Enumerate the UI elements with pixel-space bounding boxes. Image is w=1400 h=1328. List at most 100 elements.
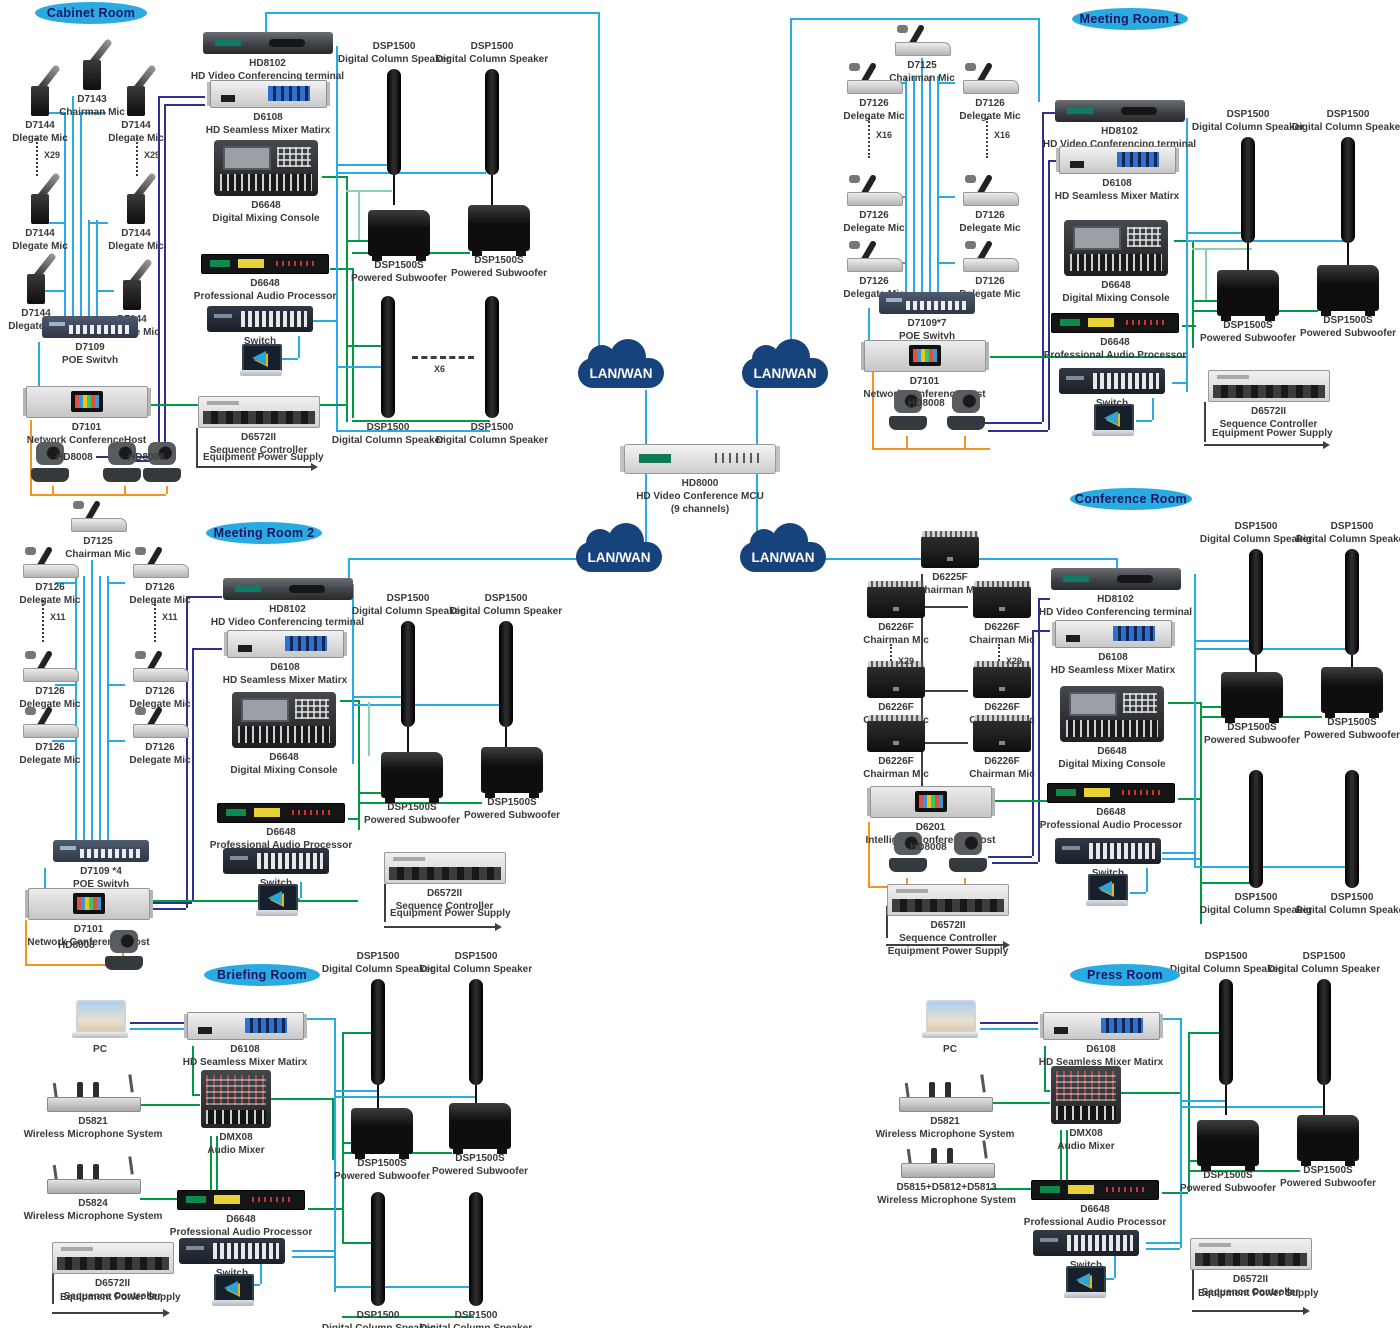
model-label: D6108 xyxy=(1098,652,1128,663)
laptop-icon xyxy=(1086,874,1128,908)
ptz-camera-icon xyxy=(100,442,144,482)
desc-label: Digital Column Speaker xyxy=(435,54,549,65)
column-speaker-device xyxy=(1241,137,1255,273)
wire xyxy=(44,868,46,896)
model-label: D7109 *4 xyxy=(80,866,122,877)
wire xyxy=(1186,118,1188,392)
sub-label: (9 channels) xyxy=(670,504,730,515)
console-device xyxy=(1060,686,1164,742)
wire xyxy=(348,558,578,560)
desc-label: POE Switvh xyxy=(61,355,119,366)
desc-label: Delegate Mic xyxy=(843,289,905,300)
wire xyxy=(25,920,27,964)
model-label: HD8000 xyxy=(681,478,719,489)
wire xyxy=(334,1018,336,1292)
wire xyxy=(1150,1018,1180,1020)
mic-icon xyxy=(963,63,1019,94)
wire xyxy=(96,220,98,320)
model-label: D6226F xyxy=(878,622,914,633)
wire xyxy=(1152,398,1154,420)
desc-label: Network Conference Host xyxy=(863,389,986,400)
wire xyxy=(270,1098,332,1100)
model-label: D7126 xyxy=(35,742,65,753)
power-supply-label: Equipment Power Supply xyxy=(1198,1288,1319,1299)
wire xyxy=(164,104,166,460)
model-label: DSP1500S xyxy=(1323,315,1373,326)
desc-label: Sequence Controller xyxy=(899,933,997,944)
desc-label: Network Conference Host xyxy=(27,937,150,948)
desc-label: Powered Subwoofer xyxy=(1279,1178,1377,1189)
wire xyxy=(164,104,205,106)
cloud-label: LAN/WAN xyxy=(587,549,651,565)
matrix-device xyxy=(209,80,327,108)
desc-label: Chairman Mic xyxy=(65,549,131,560)
model-label: D6648 xyxy=(250,278,280,289)
model-label: DSP1500S xyxy=(387,802,437,813)
room-badge-press: Press Room xyxy=(1070,964,1180,986)
wire xyxy=(150,902,192,904)
host-device xyxy=(869,786,992,818)
model-label: DSP1500 xyxy=(1302,951,1346,962)
model-label: D6648 xyxy=(1101,280,1131,291)
processor-device xyxy=(1051,313,1179,333)
host-device xyxy=(27,888,150,920)
wire xyxy=(158,96,160,456)
mic-icon xyxy=(847,63,903,94)
wire xyxy=(358,792,382,794)
wire xyxy=(1130,892,1146,894)
model-label: DSP1500 xyxy=(1234,892,1278,903)
model-label: DSP1500 xyxy=(1330,521,1374,532)
wire xyxy=(348,818,358,820)
ellipsis-dots xyxy=(868,118,870,158)
wireless-receiver-device xyxy=(899,1082,993,1112)
mic-icon xyxy=(116,170,156,224)
ptz-camera-icon xyxy=(140,442,184,482)
ellipsis-dots xyxy=(42,600,44,642)
lan-wan-cloud: LAN/WAN xyxy=(578,339,664,388)
room-badge-briefing: Briefing Room xyxy=(204,964,320,986)
mic-icon xyxy=(133,651,189,682)
subwoofer-device xyxy=(1221,672,1283,723)
wire xyxy=(122,946,124,964)
console-device xyxy=(214,140,318,196)
model-label: D6226F xyxy=(878,756,914,767)
ptz-camera-icon xyxy=(944,390,988,430)
wire xyxy=(265,12,600,14)
pc-icon xyxy=(922,1000,978,1040)
desc-label: HD Seamless Mixer Matirx xyxy=(205,125,331,136)
desc-label: POE Switvh xyxy=(898,331,956,342)
desc-label: Digital Column Speaker xyxy=(1267,964,1381,975)
mic-icon xyxy=(867,715,925,752)
desc-label: Powered Subwoofer xyxy=(1303,730,1400,741)
desc-label: Chairman Mic xyxy=(969,635,1035,646)
wire xyxy=(1204,402,1206,442)
mixer-device xyxy=(201,1070,271,1128)
wire xyxy=(1038,598,1050,600)
wire xyxy=(334,1096,476,1098)
mic-icon xyxy=(895,25,951,56)
press-switch: Switch xyxy=(1030,1230,1142,1272)
model-label: D6226F xyxy=(984,702,1020,713)
desc-label: Powered Subwoofer xyxy=(431,1166,529,1177)
wire xyxy=(150,900,358,902)
mr1-camera xyxy=(886,390,930,430)
desc-label: Digital Column Speaker xyxy=(1295,534,1400,545)
poe-switch-device xyxy=(53,840,149,862)
model-label: D7126 xyxy=(859,210,889,221)
mic-icon xyxy=(867,661,925,698)
wire xyxy=(336,172,486,174)
wire xyxy=(25,964,122,966)
wire xyxy=(1192,1307,1310,1315)
wire xyxy=(64,112,66,320)
